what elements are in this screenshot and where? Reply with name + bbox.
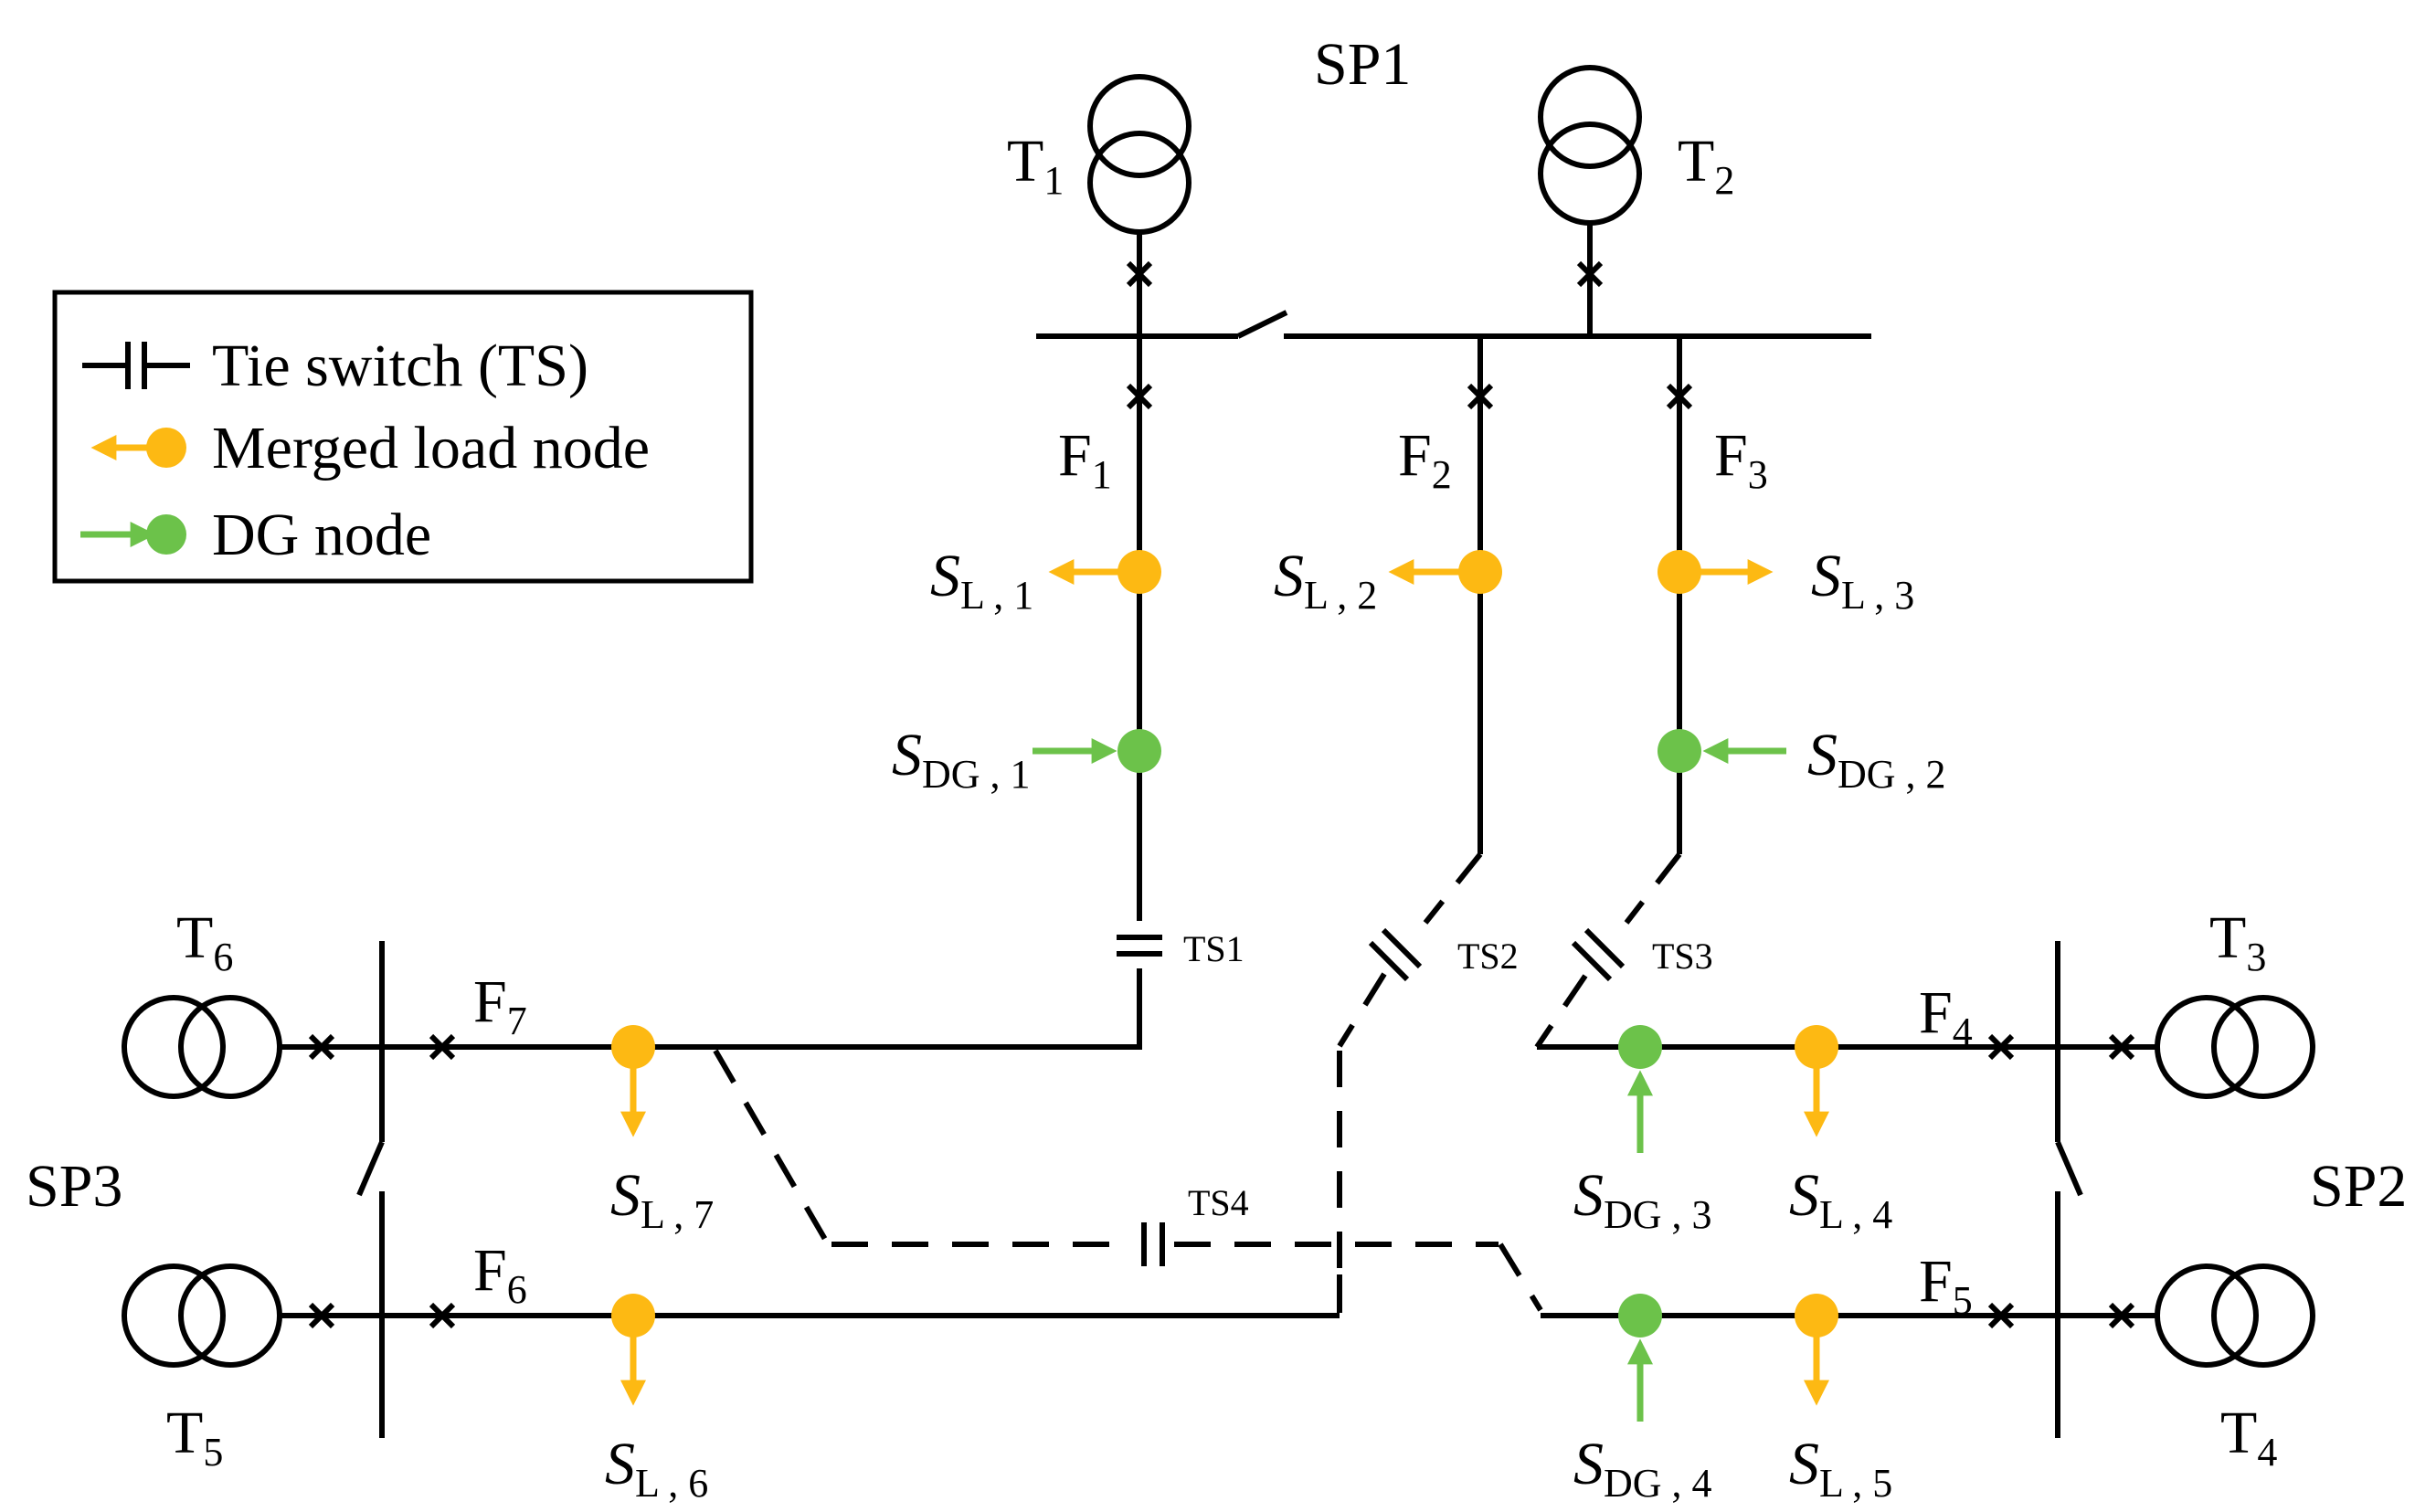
merged-load-node-icon xyxy=(90,428,186,468)
feeder-label-f3: F3 xyxy=(1714,422,1768,497)
breaker-f7-icon xyxy=(429,1033,456,1061)
ts2-dashed-lower xyxy=(1337,972,1387,1048)
breaker-f3-icon xyxy=(1666,383,1693,410)
dg-label-dg4: SDG , 4 xyxy=(1573,1431,1712,1506)
feeder-label-f4: F4 xyxy=(1919,979,1973,1054)
tie-switch-icon xyxy=(82,342,190,389)
transformer-t4-icon xyxy=(2155,1264,2315,1368)
merged-load-node-l2 xyxy=(1388,550,1502,594)
breaker-f1-icon xyxy=(1126,383,1153,410)
legend-box xyxy=(52,290,754,584)
breaker-t6-icon xyxy=(308,1033,335,1061)
transformer-label-t5: T5 xyxy=(166,1400,223,1475)
tie-switch-label-ts1: TS1 xyxy=(1183,928,1244,969)
breaker-t5-icon xyxy=(308,1302,335,1329)
substation-label-sp3: SP3 xyxy=(26,1153,122,1220)
dg-label-dg3: SDG , 3 xyxy=(1573,1162,1712,1237)
merged-load-node-l5 xyxy=(1795,1294,1838,1406)
sp2-bus-tie-switch-icon xyxy=(2055,1140,2083,1197)
transformer-t1-icon xyxy=(1087,74,1192,235)
transformer-t2-icon xyxy=(1538,65,1642,226)
legend-label-merged-load-node: Merged load node xyxy=(212,415,650,481)
tie-switch-ts3-icon xyxy=(1571,927,1626,982)
breaker-t1-icon xyxy=(1126,260,1153,288)
substation-label-sp1: SP1 xyxy=(1314,31,1411,98)
sp1-bus-tie-switch-icon xyxy=(1236,310,1288,339)
tie-switch-label-ts3: TS3 xyxy=(1652,936,1713,977)
merged-load-node-l7 xyxy=(611,1025,655,1137)
load-label-l5: SL , 5 xyxy=(1789,1431,1892,1506)
ts3-dashed-lower xyxy=(1534,974,1588,1049)
load-label-l7: SL , 7 xyxy=(610,1162,714,1237)
legend: Tie switch (TS) Merged load node DG node xyxy=(52,290,754,584)
tie-switch-ts2-icon xyxy=(1368,927,1423,982)
tie-switch-ts1-icon xyxy=(1117,935,1162,957)
transformer-t3-icon xyxy=(2155,995,2315,1099)
merged-load-node-l3 xyxy=(1658,550,1774,594)
load-label-l2: SL , 2 xyxy=(1274,543,1377,618)
merged-load-node-l6 xyxy=(611,1294,655,1406)
dg-label-dg2: SDG , 2 xyxy=(1807,722,1946,797)
breaker-t2-icon xyxy=(1576,260,1604,288)
tie-switch-label-ts4: TS4 xyxy=(1188,1182,1249,1223)
feeder-label-f1: F1 xyxy=(1058,422,1112,497)
tie-switch-ts4-icon xyxy=(1141,1222,1165,1266)
transformer-label-t1: T1 xyxy=(1007,128,1064,203)
feeder-label-f7: F7 xyxy=(473,968,527,1043)
ts4-dashed-diagonal-left xyxy=(713,1049,830,1244)
transformer-t5-icon xyxy=(122,1264,282,1368)
ts3-dashed-upper xyxy=(1624,852,1682,925)
load-label-l6: SL , 6 xyxy=(605,1431,708,1506)
transformer-label-t2: T2 xyxy=(1678,128,1734,203)
transformer-t6-icon xyxy=(122,995,282,1099)
breaker-f6-icon xyxy=(429,1302,456,1329)
breaker-t4-icon xyxy=(2108,1302,2135,1329)
feeder-label-f5: F5 xyxy=(1919,1248,1973,1323)
ts2-dashed-upper xyxy=(1423,852,1483,925)
legend-label-dg-node: DG node xyxy=(212,502,431,568)
substation-label-sp2: SP2 xyxy=(2310,1153,2407,1220)
breaker-f4-icon xyxy=(1987,1033,2015,1061)
merged-load-node-l1 xyxy=(1048,550,1161,594)
dg-node-dg4 xyxy=(1618,1294,1662,1422)
dg-label-dg1: SDG , 1 xyxy=(892,722,1031,797)
transformer-label-t6: T6 xyxy=(176,904,233,979)
feeder-label-f6: F6 xyxy=(473,1237,527,1312)
breaker-t3-icon xyxy=(2108,1033,2135,1061)
ts4-dashed-diagonal-right xyxy=(1498,1242,1543,1312)
load-label-l4: SL , 4 xyxy=(1789,1162,1892,1237)
tie-switch-label-ts2: TS2 xyxy=(1457,936,1519,977)
dg-node-dg1 xyxy=(1033,729,1161,773)
breaker-f5-icon xyxy=(1987,1302,2015,1329)
legend-label-tie-switch: Tie switch (TS) xyxy=(212,333,588,399)
load-label-l1: SL , 1 xyxy=(930,543,1033,618)
sp3-bus-tie-switch-icon xyxy=(356,1140,385,1197)
merged-load-node-l4 xyxy=(1795,1025,1838,1137)
breaker-f2-icon xyxy=(1467,383,1494,410)
load-label-l3: SL , 3 xyxy=(1811,543,1914,618)
dg-node-dg3 xyxy=(1618,1025,1662,1153)
dg-node-dg2 xyxy=(1658,729,1786,773)
dg-node-icon xyxy=(80,514,186,555)
feeder-label-f2: F2 xyxy=(1398,422,1452,497)
transformer-label-t3: T3 xyxy=(2209,904,2266,979)
transformer-label-t4: T4 xyxy=(2220,1400,2277,1475)
